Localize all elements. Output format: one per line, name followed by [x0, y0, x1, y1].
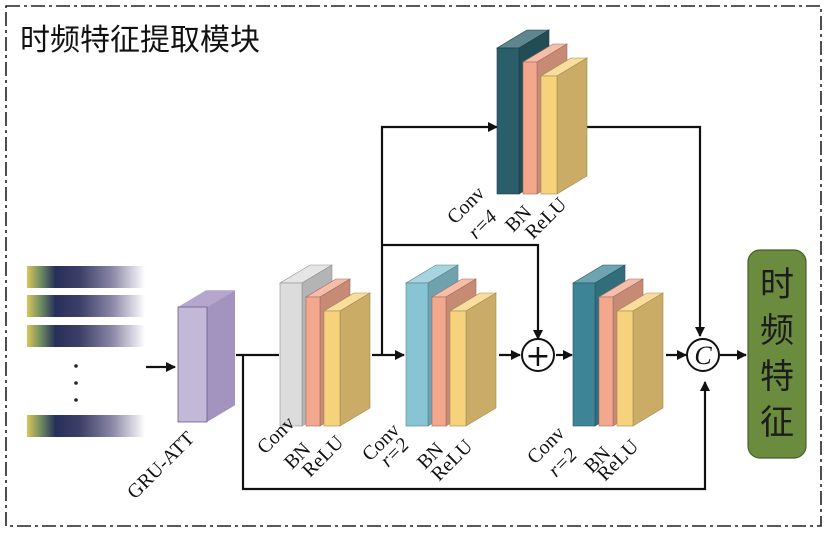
ellipsis-dot: [74, 364, 78, 368]
spectrogram-bar: [27, 415, 145, 437]
ellipsis-dot: [74, 381, 78, 385]
module-frame: [5, 5, 822, 527]
output-box: [747, 249, 807, 459]
conv4-relu-layer: [615, 292, 665, 427]
spectrogram-bar: [27, 295, 145, 317]
output-char-4: 征: [760, 403, 794, 443]
ellipsis-dot: [74, 398, 78, 402]
add-operator: +: [521, 338, 555, 374]
output-block: 时 频 特 征: [747, 249, 807, 459]
gru-side-face: [207, 290, 235, 422]
conv3-conv-layer-front: [496, 47, 520, 195]
conv2-conv-layer-front: [405, 282, 429, 427]
conv4-conv-layer-front: [572, 282, 596, 427]
conv2-relu-layer: [448, 292, 498, 427]
add-circle: [521, 338, 555, 372]
input-spectrogram-stack: [27, 266, 145, 437]
conv3-bn-layer-front: [522, 61, 538, 195]
conv1-relu-layer-side: [339, 292, 371, 427]
conv1-relu-layer: [322, 292, 372, 427]
conv2-relu-layer-front: [449, 310, 467, 427]
conv3-relu-layer-side: [556, 57, 588, 195]
conv2-relu-layer-side: [465, 292, 497, 427]
add-symbol: +: [525, 339, 550, 374]
concat-circle: [686, 338, 720, 372]
conv3-relu-layer: [539, 57, 589, 195]
branch-to-add-arrow: [382, 243, 543, 340]
conv3-relu-layer-front: [540, 75, 558, 195]
gru-att-label: GRU-ATT: [123, 427, 199, 503]
conv1-relu-layer-front: [323, 310, 341, 427]
conv4-relu-layer-side: [632, 292, 664, 427]
skip-to-concat-wire: [241, 355, 710, 491]
output-char-1: 时: [760, 265, 794, 305]
output-char-3: 特: [760, 357, 794, 397]
conv4-bn-layer-front: [598, 296, 614, 427]
spectrogram-bar: [27, 325, 145, 347]
concat-operator: C: [686, 338, 720, 372]
spectrogram-bar: [27, 266, 145, 288]
gru-top-face: [178, 290, 235, 307]
gru-att-block: [177, 290, 235, 423]
output-char-2: 频: [760, 311, 794, 351]
connections: [146, 122, 747, 491]
conv4-relu-layer-front: [616, 310, 634, 427]
conv2-bn-layer-front: [431, 296, 447, 427]
gru-front-face: [177, 306, 208, 423]
conv-blocks: [278, 29, 665, 427]
conv1-conv-layer-front: [279, 282, 303, 427]
module-title: 时频特征提取模块: [20, 23, 260, 58]
conv3-to-concat-arrow: [580, 125, 705, 337]
concat-symbol: C: [694, 341, 712, 370]
conv1-bn-layer-front: [305, 296, 321, 427]
branch-to-conv3-arrow: [380, 122, 498, 355]
conv4-labels: Conv r=2 BN ReLU: [523, 422, 644, 485]
conv2-labels: Conv r=2 BN ReLU: [358, 419, 478, 485]
